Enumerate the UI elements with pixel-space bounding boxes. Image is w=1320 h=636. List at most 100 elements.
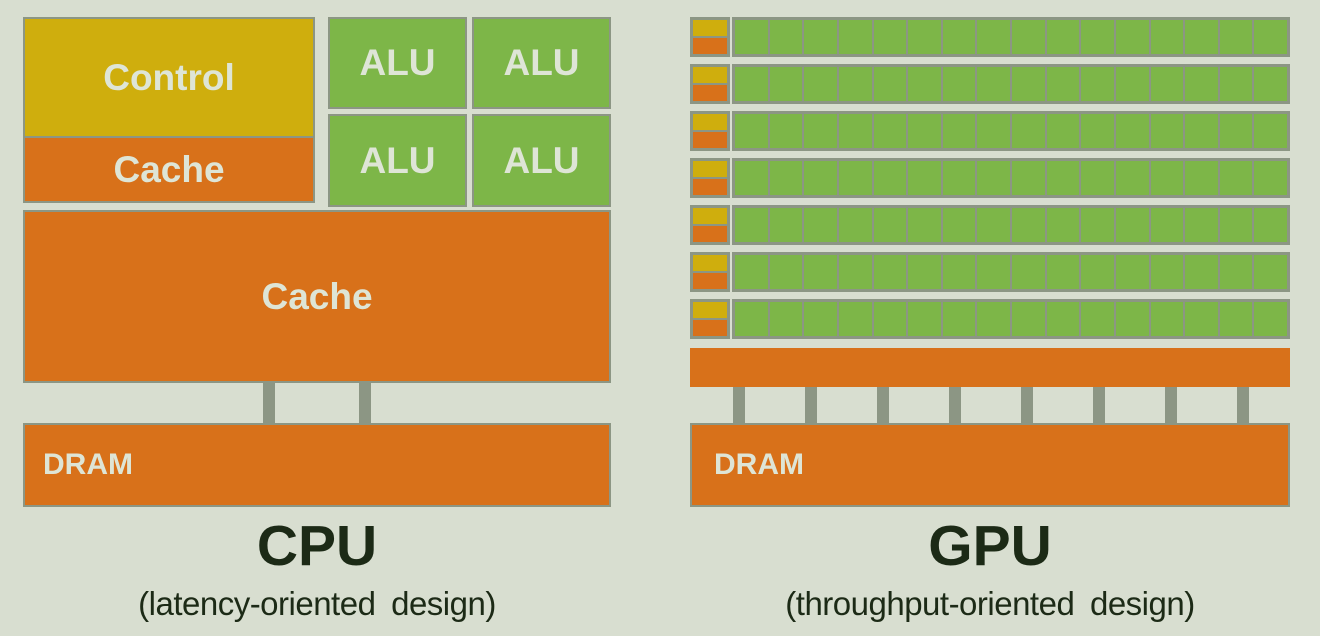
gpu-alu-cell [1219,208,1253,242]
gpu-alu-cell [908,20,941,54]
cpu-alu-label: ALU [359,139,436,181]
gpu-alu-cell [735,255,768,289]
gpu-alu-cell [1046,67,1080,101]
gpu-memory-bus-pin [733,387,745,423]
gpu-row-control-stack [690,17,730,57]
gpu-alu-cell [1012,208,1045,242]
gpu-alu-cell [977,302,1010,336]
gpu-row-cache-cell [693,38,727,54]
gpu-memory-bus-pin [1021,387,1033,423]
gpu-row-control-stack [690,158,730,198]
gpu-alu-cell [1185,114,1218,148]
gpu-alu-cell [1150,67,1184,101]
gpu-alu-cell [735,20,768,54]
gpu-alu-cell [908,255,941,289]
gpu-alu-cell [1150,208,1184,242]
gpu-alu-cell [1081,255,1114,289]
gpu-alu-cell [1185,161,1218,195]
gpu-alu-cell [1012,302,1045,336]
gpu-alu-cell [942,208,976,242]
gpu-alu-cell [769,67,803,101]
gpu-core-row [690,158,1290,198]
gpu-dram-label: DRAM [714,448,804,481]
gpu-alu-cell [873,302,907,336]
gpu-row-control-stack [690,111,730,151]
gpu-alu-cell [838,20,872,54]
gpu-row-control-cell [693,302,727,318]
gpu-alu-cell [942,255,976,289]
gpu-alu-cell [1046,161,1080,195]
gpu-alu-cell [1012,161,1045,195]
gpu-alu-cell [942,20,976,54]
gpu-alu-cell [838,302,872,336]
gpu-row-alu-strip [732,17,1290,57]
cpu-memory-bus-pin [263,382,275,424]
gpu-alu-cell [769,20,803,54]
gpu-alu-cell [1046,114,1080,148]
gpu-row-cache-cell [693,226,727,242]
gpu-alu-cell [804,161,837,195]
gpu-alu-cell [769,161,803,195]
cpu-dram-block: DRAM [23,423,611,507]
gpu-alu-cell [1081,208,1114,242]
gpu-alu-cell [873,67,907,101]
gpu-title: GPU [928,514,1052,578]
gpu-alu-cell [735,161,768,195]
gpu-alu-cell [1012,255,1045,289]
cpu-memory-bus-pin [359,382,371,424]
gpu-alu-cell [1081,67,1114,101]
gpu-alu-cell [838,161,872,195]
gpu-row-alu-strip [732,158,1290,198]
gpu-alu-cell [769,255,803,289]
gpu-row-control-stack [690,205,730,245]
gpu-alu-cell [942,67,976,101]
gpu-alu-cell [1115,208,1149,242]
gpu-row-control-cell [693,208,727,224]
gpu-alu-cell [1254,20,1287,54]
gpu-alu-cell [838,114,872,148]
gpu-alu-cell [1081,20,1114,54]
gpu-alu-cell [1150,114,1184,148]
gpu-subtitle: (throughput-oriented design) [785,585,1195,622]
gpu-alu-cell [1185,208,1218,242]
gpu-alu-cell [1150,302,1184,336]
cpu-dram-label: DRAM [43,448,133,481]
gpu-alu-cell [804,255,837,289]
gpu-alu-cell [873,208,907,242]
gpu-row-alu-strip [732,64,1290,104]
gpu-row-cache-cell [693,85,727,101]
gpu-alu-cell [1115,161,1149,195]
gpu-row-cache-cell [693,132,727,148]
gpu-alu-cell [873,114,907,148]
gpu-row-alu-strip [732,111,1290,151]
gpu-memory-bus-pin [805,387,817,423]
gpu-alu-cell [977,20,1010,54]
gpu-core-row [690,64,1290,104]
gpu-alu-cell [1219,67,1253,101]
gpu-alu-cell [1219,161,1253,195]
cpu-l2-cache-block: Cache [23,210,611,383]
gpu-memory-bus-pin [877,387,889,423]
gpu-row-alu-strip [732,205,1290,245]
gpu-alu-cell [942,161,976,195]
gpu-alu-cell [977,114,1010,148]
gpu-row-cache-cell [693,179,727,195]
gpu-alu-cell [769,208,803,242]
gpu-l2-cache-bar [690,348,1290,387]
gpu-alu-cell [1254,161,1287,195]
gpu-core-row [690,252,1290,292]
gpu-alu-cell [735,67,768,101]
gpu-row-control-stack [690,299,730,339]
gpu-row-alu-strip [732,299,1290,339]
gpu-alu-cell [977,67,1010,101]
cpu-control-block: Control [23,17,315,138]
gpu-alu-cell [1219,255,1253,289]
cpu-control-label: Control [103,56,235,98]
gpu-alu-cell [804,20,837,54]
gpu-alu-cell [1254,255,1287,289]
gpu-alu-cell [1081,161,1114,195]
gpu-alu-cell [1219,302,1253,336]
gpu-alu-cell [1115,114,1149,148]
gpu-alu-cell [804,67,837,101]
gpu-alu-cell [1115,302,1149,336]
